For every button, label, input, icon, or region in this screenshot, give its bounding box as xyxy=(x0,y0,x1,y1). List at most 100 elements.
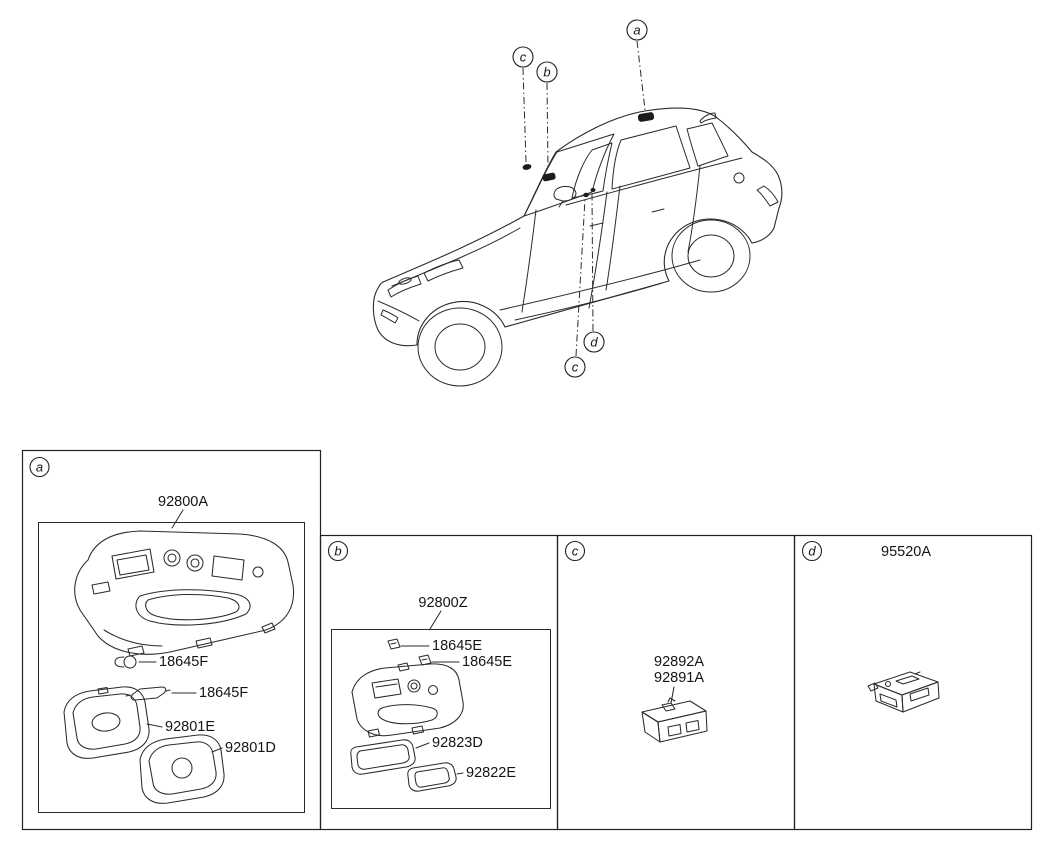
lamp-lens-drawing-92801E xyxy=(63,686,150,759)
taillight xyxy=(756,185,779,207)
callout-leader-line xyxy=(575,198,586,357)
panel-a-inner-box xyxy=(38,522,305,813)
callout-circle xyxy=(626,19,648,41)
car-body-outline xyxy=(372,107,783,347)
panel-letter: a xyxy=(36,460,43,475)
lamp-location-a-marker xyxy=(637,112,655,122)
clip-icon-1 xyxy=(387,638,401,650)
panel-letter: d xyxy=(808,544,816,559)
front-door-cut xyxy=(521,209,537,313)
part-number-lens-b: 92822E xyxy=(466,765,516,781)
bumper-crease xyxy=(377,300,420,322)
callout-letter: a xyxy=(633,23,640,38)
front-wheel xyxy=(417,307,503,387)
leader-line xyxy=(415,742,430,749)
callout-circle xyxy=(564,356,586,378)
panel-letter: c xyxy=(572,544,579,559)
part-number-clip-1: 18645E xyxy=(432,638,482,654)
character-line xyxy=(499,259,701,311)
lamp-location-b-marker xyxy=(542,172,556,182)
panel-a-key: a xyxy=(29,456,50,478)
panel-letter-circle xyxy=(29,456,50,478)
overhead-console-small-drawing xyxy=(351,662,464,738)
rear-door-glass xyxy=(611,125,691,190)
wedge-bulb-icon xyxy=(114,655,137,669)
headlamp xyxy=(423,259,464,282)
sill-line xyxy=(514,282,663,321)
car-callout-a: a xyxy=(626,19,648,111)
panel-a: a 92800A 18645F xyxy=(21,449,322,831)
leader-line xyxy=(429,610,442,630)
leader-line xyxy=(171,509,184,529)
sunroof-switch-lamp-drawing xyxy=(867,671,940,713)
panel-letter-circle xyxy=(801,540,823,562)
car-callout-b: b xyxy=(536,61,558,171)
part-number-lamp-lower: 92891A xyxy=(654,670,704,686)
part-number-clip-2: 18645E xyxy=(462,654,512,670)
grille xyxy=(387,275,422,298)
car-callout-d: d xyxy=(583,193,605,353)
callout-circle xyxy=(583,331,605,353)
lamp-plate-drawing-92823D xyxy=(350,739,416,775)
part-number-console-a: 92800A xyxy=(158,494,208,510)
panel-d-key: d xyxy=(801,540,823,562)
part-number-lens-front: 92801E xyxy=(165,719,215,735)
callout-leader-line xyxy=(591,193,594,332)
quarter-cut xyxy=(687,165,701,253)
roof-lamp-location-markers xyxy=(522,112,655,198)
callout-leader-line xyxy=(522,67,527,163)
lamp-location-d-marker xyxy=(590,188,596,192)
callout-letter: c xyxy=(520,50,527,65)
panel-b-inner-box xyxy=(331,629,551,809)
leader-line xyxy=(211,747,223,753)
car-body-details xyxy=(377,112,779,324)
overhead-console-drawing xyxy=(74,530,295,657)
leader-line xyxy=(670,686,675,704)
panel-c: c 92892A 92891A xyxy=(556,534,796,831)
callout-letter: b xyxy=(543,65,550,80)
callout-circle xyxy=(512,46,534,68)
car-wheels xyxy=(417,219,751,387)
panel-letter-circle xyxy=(564,540,586,562)
panel-d: d 95520A xyxy=(793,534,1033,831)
beltline xyxy=(565,157,743,206)
front-wheel-rim xyxy=(434,323,486,371)
lamp-location-c-side-marker xyxy=(583,192,589,198)
leader-line xyxy=(456,772,464,775)
lamp-location-c-top-marker xyxy=(522,164,532,170)
b-pillar-cut xyxy=(588,191,608,309)
part-number-console-b: 92800Z xyxy=(418,595,467,611)
leader-line xyxy=(146,723,163,728)
part-number-bulb-wedge: 18645F xyxy=(159,654,208,670)
fog-lamp xyxy=(380,309,399,324)
side-mirror xyxy=(553,185,577,208)
rear-wheel xyxy=(671,219,751,293)
part-number-plate: 92823D xyxy=(432,735,483,751)
callout-leader-line xyxy=(636,40,646,111)
car-callout-c-side: c xyxy=(564,198,586,378)
roof-antenna-fin xyxy=(699,112,717,124)
rear-wheel-rim xyxy=(687,234,735,278)
vehicle-illustration xyxy=(372,107,783,387)
panel-d-border xyxy=(793,534,1033,831)
panel-letter-circle xyxy=(327,540,349,562)
panel-b-key: b xyxy=(327,540,349,562)
clip-icon-2 xyxy=(418,654,432,666)
door-lamp-drawing xyxy=(641,697,708,743)
part-number-bulb-festoon: 18645F xyxy=(199,685,248,701)
callout-circle xyxy=(536,61,558,83)
lamp-lens-drawing-92801D xyxy=(139,734,225,804)
panel-b: b 92800Z 18645E 18645E xyxy=(319,534,559,831)
car-callout-c-top: c xyxy=(512,46,534,163)
part-number-lamp-d: 95520A xyxy=(881,544,931,560)
quarter-glass xyxy=(686,122,729,167)
callout-letter: c xyxy=(572,360,579,375)
panel-c-key: c xyxy=(564,540,586,562)
brand-badge xyxy=(398,277,412,285)
callout-letter: d xyxy=(590,335,598,350)
part-number-lamp-upper: 92892A xyxy=(654,654,704,670)
panel-letter: b xyxy=(334,544,341,559)
fuel-door xyxy=(733,172,745,184)
part-number-lens-rear: 92801D xyxy=(225,740,276,756)
lamp-lens-drawing-92822E xyxy=(407,762,457,792)
